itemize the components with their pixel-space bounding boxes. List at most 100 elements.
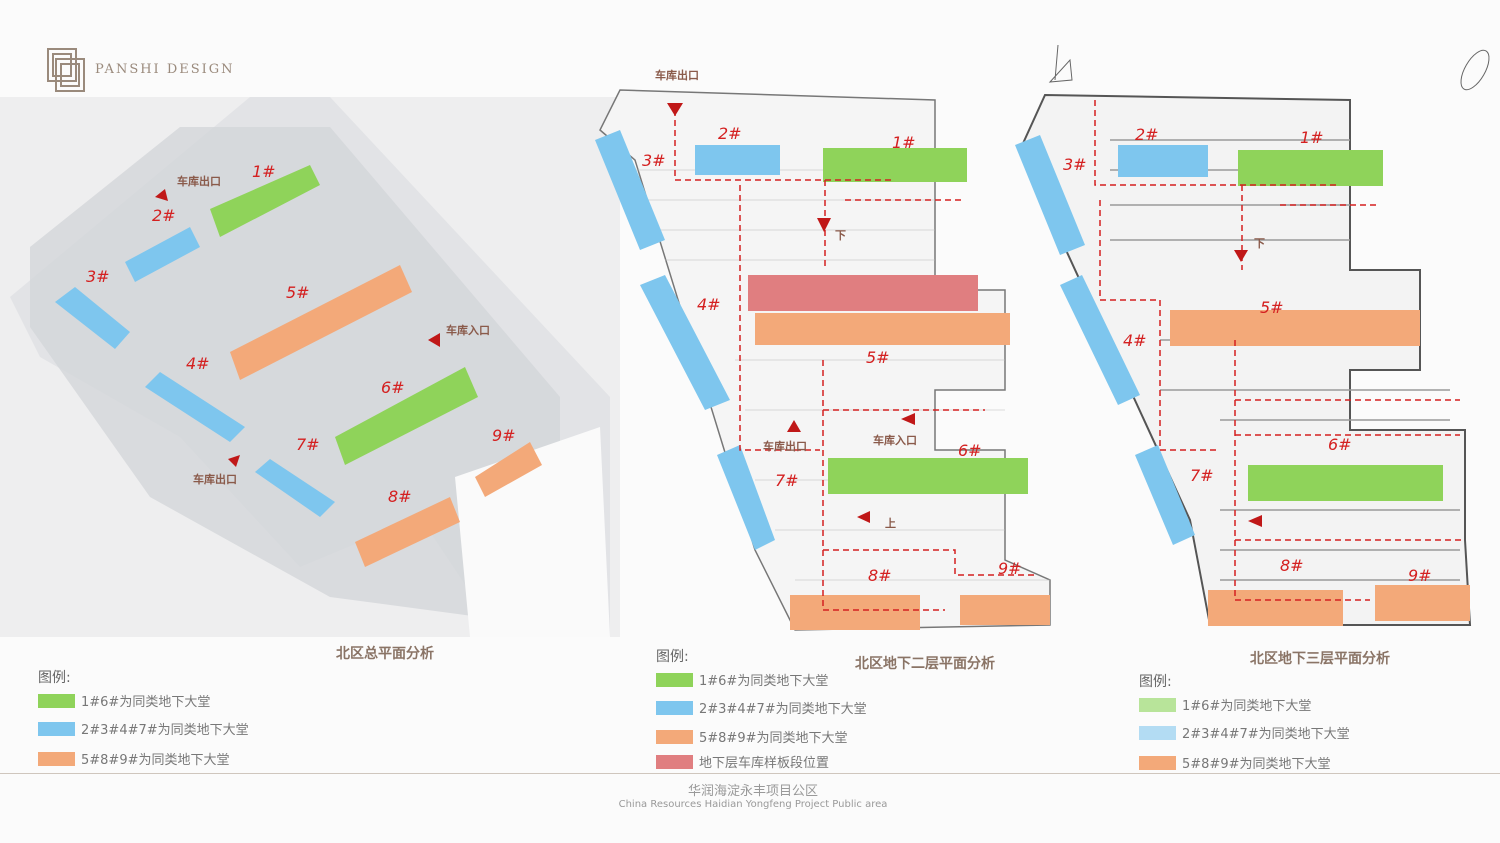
building-6 (1248, 465, 1443, 501)
building-label: 4# (1123, 331, 1147, 350)
legend-item: 1#6#为同类地下大堂 (1182, 699, 1312, 714)
blue-swatch (1139, 725, 1176, 740)
b2-floor-plan: 车库出口 2# 3# 1# 4# 5# 6# 7# 8# 9# 车库出口 车库入… (595, 68, 1051, 631)
building-2 (1118, 145, 1208, 177)
blue-swatch (38, 721, 75, 736)
arrow-icon (901, 413, 915, 425)
sample-segment (748, 275, 978, 311)
building-label: 7# (775, 471, 799, 490)
building-2 (695, 145, 780, 175)
b2-legend: 图例: 1#6#为同类地下大堂 2#3#4#7#为同类地下大堂 5#8#9#为同… (656, 646, 867, 771)
building-label: 6# (1328, 435, 1352, 454)
building-label: 7# (296, 435, 320, 454)
legend-item: 1#6#为同类地下大堂 (699, 674, 829, 689)
building-label: 8# (1280, 556, 1304, 575)
b3-plan-title: 北区地下三层平面分析 (1250, 651, 1390, 667)
gate-label: 车库出口 (763, 439, 807, 453)
legend-heading: 图例: (1139, 674, 1172, 690)
legend-heading: 图例: (656, 649, 689, 665)
building-label: 2# (152, 206, 176, 225)
logo-mark-icon (47, 48, 85, 92)
building-2 (125, 227, 200, 282)
building-4 (145, 372, 245, 442)
building-label: 6# (958, 441, 982, 460)
orange-swatch (1139, 755, 1176, 770)
building-label: 1# (1300, 128, 1324, 147)
compass-icon (1460, 49, 1490, 91)
building-5 (1170, 310, 1420, 346)
red-swatch (656, 754, 693, 769)
legend-item: 5#8#9#为同类地下大堂 (1182, 757, 1331, 772)
building-label: 5# (1260, 298, 1284, 317)
legend-item: 2#3#4#7#为同类地下大堂 (81, 723, 249, 738)
building-label: 2# (718, 124, 742, 143)
arrow-icon (428, 333, 440, 347)
arrow-icon (1234, 250, 1248, 262)
gate-label: 车库出口 (655, 68, 699, 82)
building-3 (1015, 135, 1085, 255)
legend-item: 5#8#9#为同类地下大堂 (81, 753, 230, 768)
building-1 (1238, 150, 1383, 186)
legend-item: 2#3#4#7#为同类地下大堂 (1182, 727, 1350, 742)
ramp-label: 下 (1254, 237, 1265, 250)
orange-swatch (656, 729, 693, 744)
building-label: 4# (186, 354, 210, 373)
building-label: 2# (1135, 125, 1159, 144)
building-label: 4# (697, 295, 721, 314)
b3-legend: 图例: 1#6#为同类地下大堂 2#3#4#7#为同类地下大堂 5#8#9#为同… (1139, 671, 1350, 772)
building-label: 9# (998, 559, 1022, 578)
building-label: 5# (866, 348, 890, 367)
legend-item: 地下层车库样板段位置 (699, 756, 830, 771)
footer-divider (0, 773, 1500, 774)
orange-swatch (38, 751, 75, 766)
building-8 (355, 497, 460, 567)
building-4 (640, 275, 730, 410)
building-label: 8# (868, 566, 892, 585)
arrow-icon (1248, 515, 1262, 527)
legend-item: 5#8#9#为同类地下大堂 (699, 731, 848, 746)
blue-swatch (656, 700, 693, 715)
footer-title-en: China Resources Haidian Yongfeng Project… (618, 799, 888, 810)
legend-item: 1#6#为同类地下大堂 (81, 695, 211, 710)
traffic-route (1094, 100, 1465, 601)
building-label: 1# (892, 133, 916, 152)
site-legend: 图例: 1#6#为同类地下大堂 2#3#4#7#为同类地下大堂 5#8#9#为同… (38, 667, 249, 768)
building-8 (1208, 590, 1343, 626)
north-arrow-icon (1048, 44, 1073, 83)
building-1 (210, 165, 320, 237)
green-swatch (656, 672, 693, 687)
b2-plan-title: 北区地下二层平面分析 (855, 656, 995, 672)
building-6 (335, 367, 478, 465)
site-plan-title: 北区总平面分析 (336, 646, 434, 662)
building-label: 8# (388, 487, 412, 506)
building-1 (823, 148, 967, 182)
building-8 (790, 595, 920, 630)
building-9 (960, 595, 1050, 625)
building-label: 3# (1063, 155, 1087, 174)
building-7 (255, 459, 335, 517)
site-building-labels: 1# 2# 3# 4# 5# 6# 7# 8# 9# (86, 162, 516, 506)
building-5 (230, 265, 412, 380)
gate-label: 车库出口 (193, 472, 237, 486)
legend-heading: 图例: (38, 670, 71, 686)
building-label: 1# (252, 162, 276, 181)
building-3 (595, 130, 665, 250)
building-label: 9# (492, 426, 516, 445)
site-plan: 1# 2# 3# 4# 5# 6# 7# 8# 9# 车库出口 车库入口 车库出… (0, 97, 620, 637)
building-7 (1135, 445, 1195, 545)
arrow-icon (667, 103, 683, 116)
building-7 (717, 445, 775, 550)
building-4 (1060, 275, 1140, 405)
building-label: 6# (381, 378, 405, 397)
ramp-label: 上 (885, 516, 896, 530)
building-9 (475, 442, 542, 497)
building-label: 5# (286, 283, 310, 302)
arrow-icon (155, 189, 168, 201)
arrow-icon (857, 511, 870, 523)
arrow-icon (787, 420, 801, 432)
gate-label: 车库入口 (873, 433, 917, 447)
gate-label: 车库出口 (177, 174, 221, 188)
footer-title-cn: 华润海淀永丰项目公区 (687, 784, 818, 799)
logo (47, 48, 85, 92)
arrow-icon (228, 455, 240, 467)
